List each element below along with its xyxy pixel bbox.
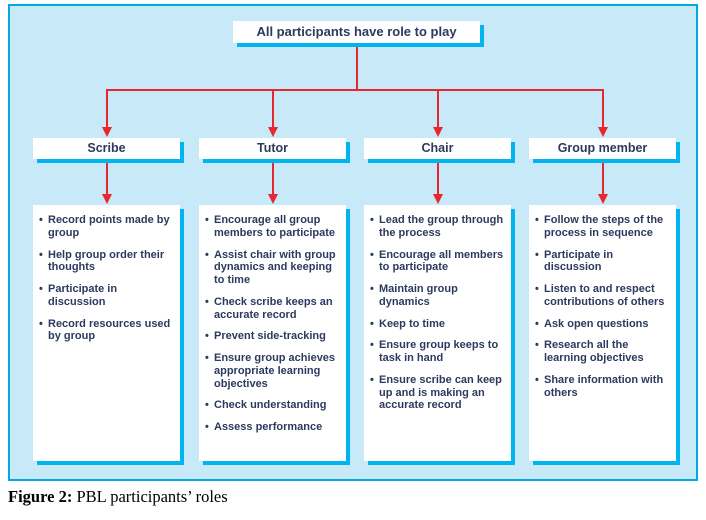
role-label: Scribe (87, 141, 126, 155)
duty-text: Participate in discussion (48, 283, 118, 308)
role-node-tutor: Tutor (199, 138, 346, 159)
duty-item: • Record resources used by group (39, 318, 177, 344)
bullet-icon: • (370, 283, 374, 295)
diagram-panel: All participants have role to play Scrib… (8, 4, 698, 481)
duty-text: Encourage all members to participate (379, 248, 504, 274)
duty-item: • Ensure group keeps to task in hand (370, 339, 508, 365)
role-label: Chair (421, 141, 454, 155)
duties-group-member: • Follow the steps of the process in seq… (529, 205, 676, 461)
duty-text: Check understanding (214, 399, 327, 412)
duty-item: • Ensure scribe can keep up and is makin… (370, 374, 508, 412)
duty-item: • Prevent side-tracking (205, 330, 343, 343)
duty-item: • Keep to time (370, 318, 508, 331)
bullet-icon: • (370, 248, 374, 261)
arrowhead-icon (268, 127, 278, 137)
duty-text: Check scribe keeps an accurate record (214, 295, 333, 321)
duty-text: Maintain group dynamics (379, 283, 458, 308)
bullet-icon: • (205, 330, 209, 343)
duty-text: Ensure group keeps to task in hand (379, 339, 499, 364)
duty-item: • Participate in discussion (535, 249, 673, 275)
bullet-icon: • (535, 283, 539, 295)
root-node-label: All participants have role to play (256, 24, 457, 39)
arrowhead-icon (268, 194, 278, 204)
arrowhead-icon (102, 127, 112, 137)
duty-item: • Encourage all group members to partici… (205, 214, 343, 240)
arrowhead-icon (433, 127, 443, 137)
bullet-icon: • (205, 214, 209, 226)
duty-text: Record points made by group (48, 214, 170, 239)
bullet-icon: • (205, 295, 209, 308)
figure-caption: Figure 2: PBL participants’ roles (8, 487, 228, 507)
duty-item: • Lead the group through the process (370, 214, 508, 240)
bullet-icon: • (39, 283, 43, 295)
duties-scribe: • Record points made by group • Help gro… (33, 205, 180, 461)
connector-arrows (102, 43, 608, 204)
bullet-icon: • (370, 214, 374, 226)
duty-item: • Help group order their thoughts (39, 249, 177, 275)
duty-text: Record resources used by group (48, 317, 171, 343)
arrowhead-icon (433, 194, 443, 204)
duty-item: • Ask open questions (535, 318, 673, 331)
role-node-scribe: Scribe (33, 138, 180, 159)
figure-caption-text: PBL participants’ roles (72, 487, 228, 506)
bullet-icon: • (535, 317, 539, 330)
duty-text: Share information with others (544, 373, 664, 399)
duties-chair: • Lead the group through the process • E… (364, 205, 511, 461)
duty-text: Prevent side-tracking (214, 330, 326, 343)
bullet-icon: • (39, 214, 43, 226)
bullet-icon: • (535, 339, 539, 352)
bullet-icon: • (39, 317, 43, 330)
duty-item: • Assist chair with group dynamics and k… (205, 249, 343, 287)
figure-caption-label: Figure 2: (8, 487, 73, 506)
arrowhead-icon (598, 194, 608, 204)
role-node-group-member: Group member (529, 138, 676, 159)
arrowhead-icon (102, 194, 112, 204)
bullet-icon: • (205, 421, 209, 433)
duty-item: • Share information with others (535, 374, 673, 400)
role-node-chair: Chair (364, 138, 511, 159)
duty-text: Ensure group achieves appropriate learni… (214, 352, 336, 390)
bullet-icon: • (535, 373, 539, 386)
duty-text: Listen to and respect contributions of o… (544, 283, 665, 308)
duty-text: Ask open questions (544, 317, 649, 330)
role-label: Tutor (256, 141, 288, 155)
duty-text: Assist chair with group dynamics and kee… (214, 248, 336, 287)
duty-item: • Check understanding (205, 399, 343, 412)
bullet-icon: • (205, 399, 209, 412)
duty-item: • Listen to and respect contributions of… (535, 283, 673, 309)
duty-item: • Record points made by group (39, 214, 177, 240)
duty-item: • Maintain group dynamics (370, 283, 508, 309)
duty-text: Encourage all group members to participa… (214, 214, 336, 239)
duty-text: Participate in discussion (544, 248, 614, 274)
duty-text: Help group order their thoughts (48, 248, 165, 274)
duty-item: • Ensure group achieves appropriate lear… (205, 352, 343, 390)
duty-item: • Research all the learning objectives (535, 339, 673, 365)
duty-text: Ensure scribe can keep up and is making … (379, 373, 502, 412)
duty-item: • Participate in discussion (39, 283, 177, 309)
bullet-icon: • (370, 339, 374, 352)
bullet-icon: • (205, 248, 209, 261)
duty-text: Follow the steps of the process in seque… (544, 214, 664, 239)
bullet-icon: • (205, 352, 209, 364)
duty-item: • Encourage all members to participate (370, 249, 508, 275)
duty-item: • Assess performance (205, 421, 343, 434)
bullet-icon: • (535, 214, 539, 226)
duty-text: Lead the group through the process (379, 214, 504, 239)
arrowhead-icon (598, 127, 608, 137)
root-node: All participants have role to play (233, 21, 480, 43)
bullet-icon: • (370, 317, 374, 330)
role-label: Group member (557, 141, 648, 155)
bullet-icon: • (370, 373, 374, 386)
duty-text: Research all the learning objectives (544, 339, 644, 364)
duty-item: • Check scribe keeps an accurate record (205, 296, 343, 322)
duty-item: • Follow the steps of the process in seq… (535, 214, 673, 240)
bullet-icon: • (535, 248, 539, 261)
duty-text: Keep to time (379, 317, 446, 330)
duties-tutor: • Encourage all group members to partici… (199, 205, 346, 461)
bullet-icon: • (39, 248, 43, 261)
duty-text: Assess performance (214, 421, 323, 433)
